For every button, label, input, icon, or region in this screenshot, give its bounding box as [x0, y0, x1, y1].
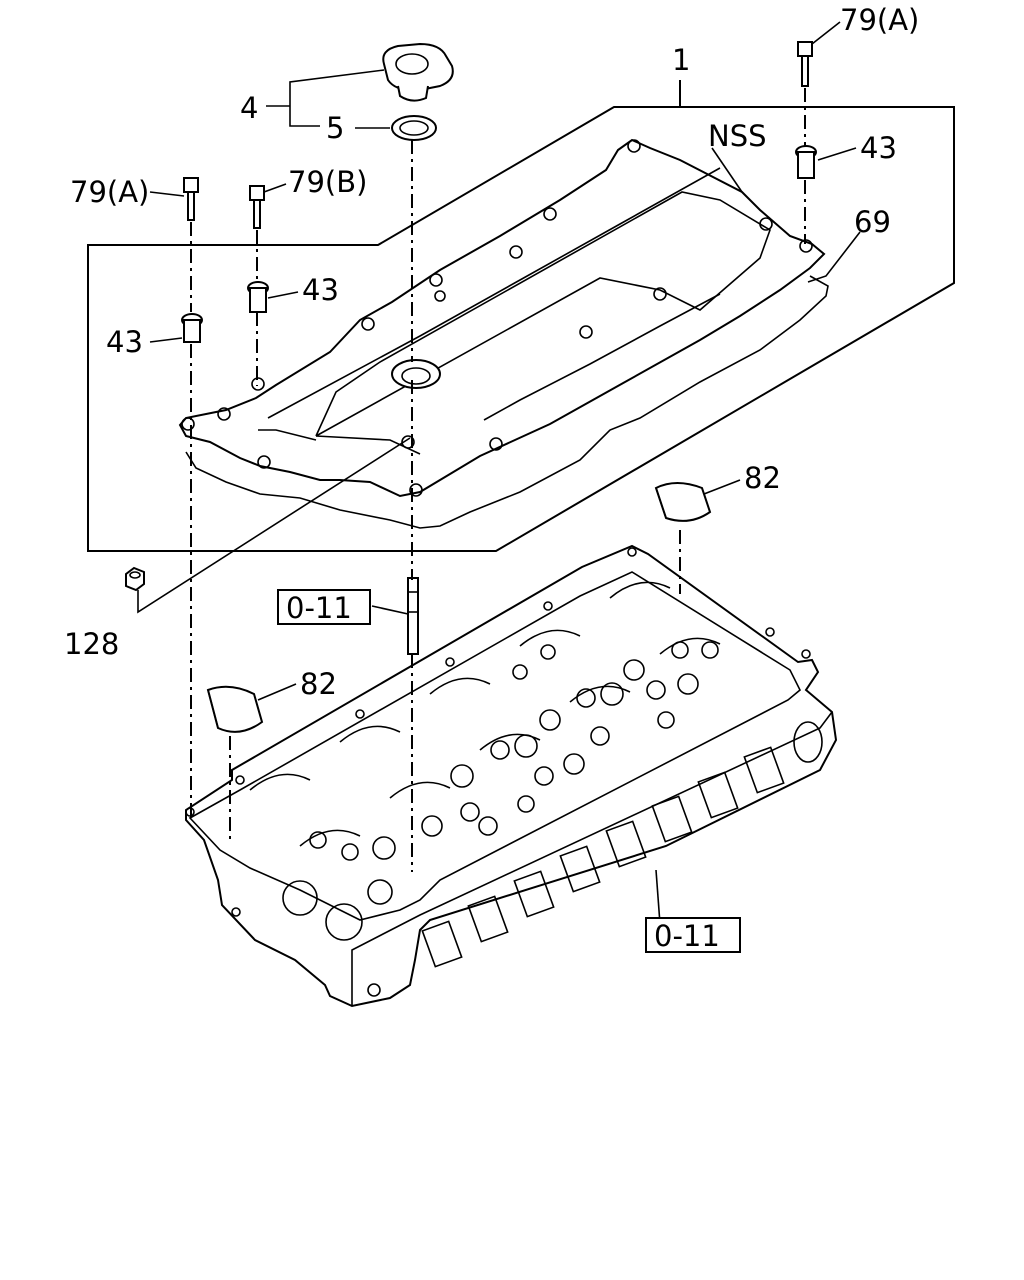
- reference-box-lower: [645, 917, 741, 953]
- callout-82-upper: 82: [744, 461, 781, 495]
- callout-69: 69: [854, 205, 891, 239]
- callout-79a-left: 79(A): [70, 175, 149, 209]
- seal-ring: [391, 115, 437, 141]
- camshaft-plug-82-lower: [206, 685, 264, 733]
- callout-5: 5: [326, 111, 344, 145]
- callout-79b: 79(B): [288, 165, 367, 199]
- bolt-79a-right: [797, 41, 813, 87]
- rim-holes: [185, 547, 811, 997]
- bolt-79b: [249, 185, 265, 229]
- grommet-43-left: [181, 313, 203, 343]
- assembly-lines: [190, 88, 806, 872]
- callout-79a-right: 79(A): [840, 3, 919, 37]
- stud-011: [407, 577, 419, 655]
- callout-128: 128: [64, 627, 119, 661]
- callout-1: 1: [672, 43, 690, 77]
- cam-saddles: [249, 581, 721, 847]
- grommet-43-middle: [247, 281, 269, 313]
- reference-label-upper: 0-11: [286, 591, 352, 625]
- assembly-bracket-1: [87, 80, 955, 552]
- grommet-43-right: [795, 145, 817, 179]
- valve-holes: [282, 641, 719, 941]
- callout-43-left: 43: [106, 325, 143, 359]
- camshaft-plug-82-upper: [654, 482, 712, 522]
- cylinder-head: [185, 544, 838, 1008]
- reference-label-lower: 0-11: [654, 919, 720, 953]
- cylinder-head-cover: [178, 138, 829, 529]
- reference-box-upper: [277, 589, 371, 625]
- leader-lines: [137, 21, 861, 925]
- bolt-79a-left: [183, 177, 199, 221]
- callout-4: 4: [240, 91, 258, 125]
- callout-43-right: 43: [860, 131, 897, 165]
- oil-filler-port: [391, 359, 441, 389]
- oil-cap: [382, 42, 454, 102]
- callout-nss: NSS: [708, 119, 767, 153]
- callout-43-middle: 43: [302, 273, 339, 307]
- side-ports: [421, 721, 823, 968]
- nut-128: [125, 566, 145, 592]
- callout-82-lower: 82: [300, 667, 337, 701]
